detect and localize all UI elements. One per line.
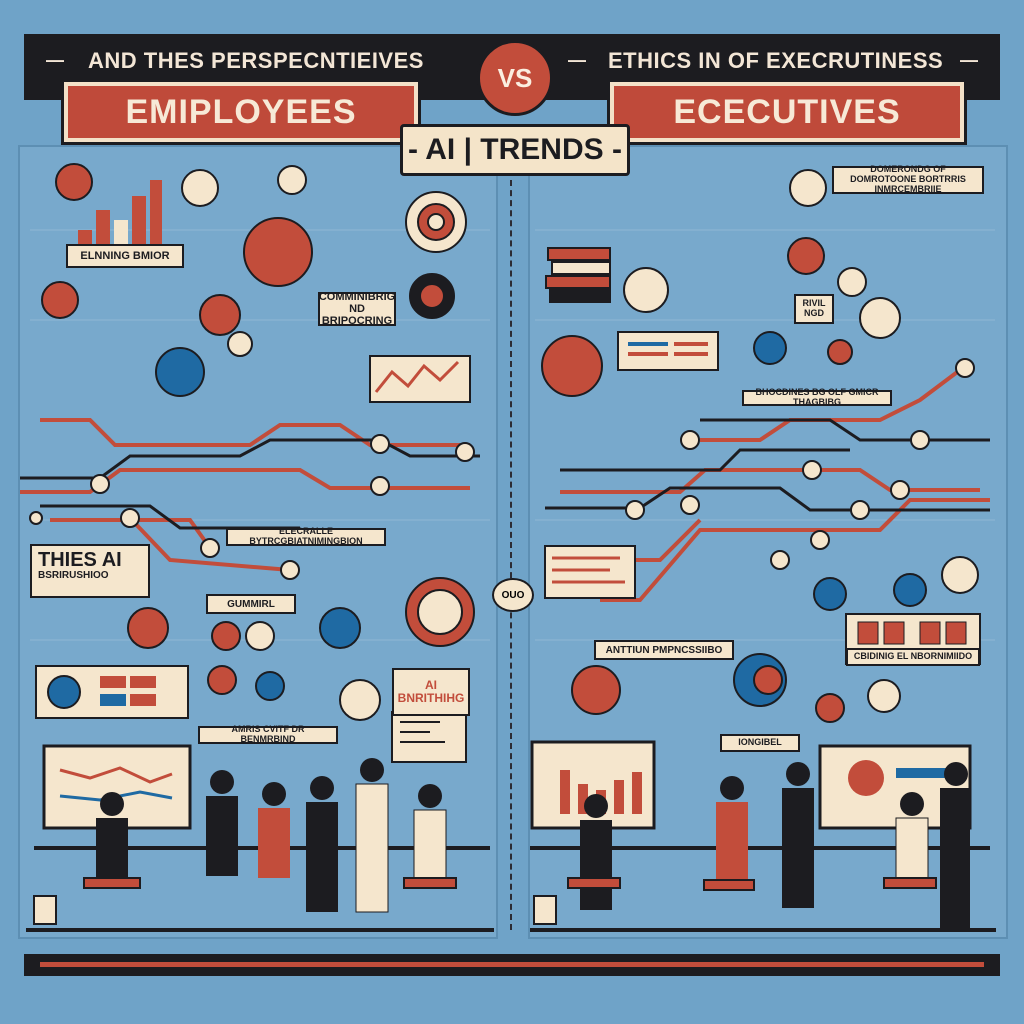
right-label-6: BHOCDINES BG OLF GMICR THAGBIBG xyxy=(742,387,892,407)
ai-trends-title: - AI | TRENDS - xyxy=(400,124,630,176)
thies-ai-title: THIES AI xyxy=(38,549,122,571)
line-chart-icon xyxy=(369,355,471,403)
center-divider xyxy=(510,170,512,930)
left-label-5: GUMMIRL xyxy=(206,594,296,614)
right-label-5: RIVIL NGD xyxy=(794,294,834,324)
left-label-2: COMMINIBRIG ND BRIPOCRING xyxy=(318,290,396,328)
executives-banner: ECECUTIVES xyxy=(610,82,964,142)
header-dash-right: — xyxy=(960,50,978,70)
left-label-4: AMRIS CVITF DR BENMRBIND xyxy=(198,724,338,744)
bar-chart-icon xyxy=(70,180,175,253)
header-dash-left: — xyxy=(46,50,64,70)
thies-ai-subtitle: BSRIRUSHIOO xyxy=(38,570,109,581)
right-label-2: ANTTIUN PMPNCSSIIBO xyxy=(594,640,734,660)
right-label-3: CBIDINIG EL NBORNIMIIDO xyxy=(846,648,980,666)
header-left-title: AND THES PERSPECNTIEIVES xyxy=(88,48,424,73)
footer-accent-line xyxy=(40,962,984,967)
employees-banner: EMIPLOYEES xyxy=(64,82,418,142)
vs-badge: VS xyxy=(477,40,553,116)
left-label-1: ELNNING BMIOR xyxy=(66,244,184,268)
center-node: OUO xyxy=(492,578,534,612)
header-right-title: ETHICS IN OF EXECRUTINESS xyxy=(608,48,944,73)
right-label-1: DOMERONDG OF DOMROTOONE BORTRRIS INMRCEM… xyxy=(832,164,984,194)
right-label-4: IONGIBEL xyxy=(720,734,800,752)
thies-ai-callout: THIES AI BSRIRUSHIOO xyxy=(30,544,150,598)
ai-card: AI BNRITHIHG xyxy=(392,668,470,716)
left-label-3: ELECRALLE BYTRCGBIATNIMINGBION xyxy=(226,526,386,546)
header-dash-mid: — xyxy=(568,50,586,70)
